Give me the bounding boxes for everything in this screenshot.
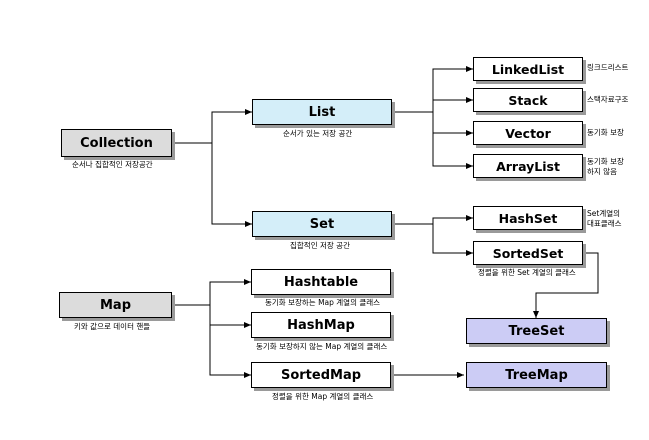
collection-node: Collection: [61, 129, 172, 157]
list-caption: 순서가 있는 저장 공간: [283, 129, 353, 138]
hashtable-caption: 동기화 보장하는 Map 계열의 클래스: [265, 298, 381, 307]
map-node: Map: [59, 292, 172, 318]
edge-map-sortedmap: [209, 325, 251, 378]
vector-label: Vector: [505, 125, 551, 141]
sortedmap-caption: 정렬을 위한 Map 계열의 클래스: [272, 392, 374, 401]
sortedset-label: SortedSet: [492, 245, 564, 261]
edge-list-arraylist: [432, 133, 473, 169]
map-caption: 키와 값으로 데이터 핸들: [74, 322, 151, 331]
arraylist-node: ArrayList: [473, 154, 583, 178]
arraylist-label: ArrayList: [496, 158, 560, 174]
set-caption: 집합적인 저장 공간: [290, 241, 350, 250]
hashmap-node: HashMap: [251, 312, 391, 338]
edge-set-hashset: [392, 215, 473, 225]
linkedlist-label: LinkedList: [491, 61, 565, 77]
edge-collection-set: [211, 143, 252, 227]
edge-list-linkedlist: [392, 66, 473, 113]
hashmap-caption: 동기화 보장하지 않는 Map 계열의 클래스: [256, 342, 388, 351]
sortedmap-label: SortedMap: [280, 367, 362, 383]
edge-sortedset-treeset: [533, 252, 599, 318]
linkedlist-caption: 링크드리스트: [587, 63, 629, 72]
hashset-label: HashSet: [498, 210, 558, 226]
hashtable-label: Hashtable: [283, 274, 359, 290]
linkedlist-node: LinkedList: [473, 57, 583, 81]
stack-label: Stack: [508, 92, 548, 108]
arraylist-caption-line1: 동기화 보장: [587, 157, 624, 166]
stack-node: Stack: [473, 88, 583, 112]
edge-list-vector: [432, 112, 473, 136]
treeset-label: TreeSet: [508, 323, 565, 339]
hashset-node: HashSet: [473, 206, 583, 230]
edge-collection-list: [172, 109, 252, 144]
hashset-caption-line1: Set계열의: [587, 209, 621, 218]
treeset-node: TreeSet: [466, 318, 607, 344]
treemap-node: TreeMap: [466, 362, 607, 388]
sortedset-node: SortedSet: [473, 241, 583, 265]
collection-label: Collection: [80, 135, 153, 151]
hashset-caption-line2: 대표클래스: [587, 219, 622, 228]
vector-node: Vector: [473, 121, 583, 145]
map-label: Map: [99, 297, 131, 313]
treemap-label: TreeMap: [505, 367, 568, 383]
list-label: List: [308, 104, 336, 120]
stack-caption: 스택자료구조: [587, 95, 629, 104]
edge-map-hashmap: [209, 305, 251, 328]
hashtable-node: Hashtable: [251, 269, 391, 295]
vector-caption: 동기화 보장: [587, 128, 624, 137]
sortedmap-node: SortedMap: [251, 362, 391, 388]
set-label: Set: [309, 216, 335, 232]
arraylist-caption: 동기화 보장 하지 않음: [587, 157, 624, 177]
arraylist-caption-line2: 하지 않음: [587, 167, 617, 176]
hashmap-label: HashMap: [287, 317, 355, 333]
sortedset-caption: 정렬을 위한 Set 계열의 클래스: [478, 268, 576, 277]
set-node: Set: [252, 211, 392, 237]
edge-map-hashtable: [172, 279, 251, 306]
hashset-caption: Set계열의 대표클래스: [587, 209, 622, 229]
list-node: List: [252, 99, 392, 125]
collection-caption: 순서나 집합적인 저장공간: [72, 160, 153, 169]
edge-set-sortedset: [432, 224, 473, 256]
